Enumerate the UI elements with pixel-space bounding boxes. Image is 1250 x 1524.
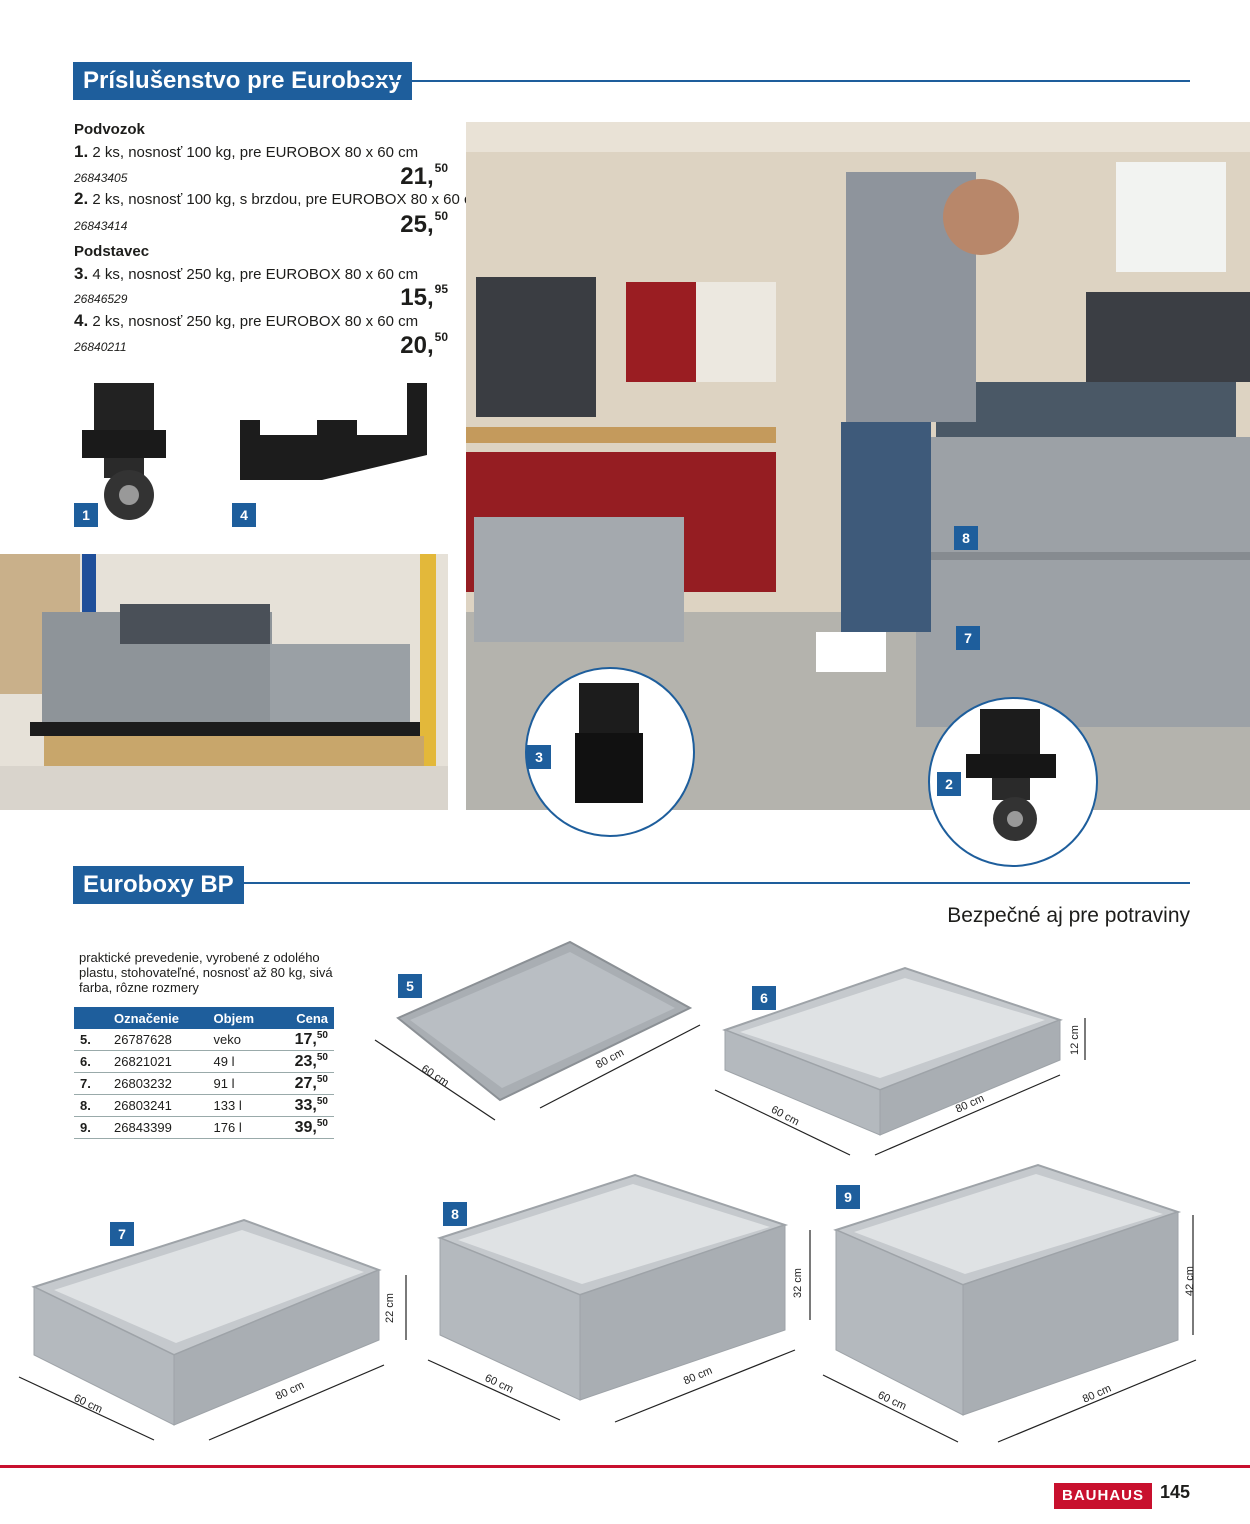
product-badge: 2 xyxy=(937,772,961,796)
product-item-4: 4. 2 ks, nosnosť 250 kg, pre EUROBOX 80 … xyxy=(74,311,418,331)
column-header: Cena xyxy=(275,1007,334,1029)
item-description: 4 ks, nosnosť 250 kg, pre EUROBOX 80 x 6… xyxy=(92,266,419,283)
item-number: 1. xyxy=(74,142,89,161)
product-badge: 7 xyxy=(956,626,980,650)
section-divider xyxy=(360,80,1190,82)
item-sku: 26843414 xyxy=(74,219,128,233)
caster-product-image xyxy=(82,383,166,520)
box-7-illustration xyxy=(18,1218,407,1441)
table-row: 9. 26843399 176 l 39,50 xyxy=(74,1116,334,1139)
product-badge: 1 xyxy=(74,503,98,527)
stand-product-image xyxy=(240,383,427,480)
lid-illustration xyxy=(374,940,701,1121)
table-row: 5. 26787628 veko 17,50 xyxy=(74,1029,334,1051)
product-badge: 7 xyxy=(110,1222,134,1246)
box-8-illustration xyxy=(427,1173,811,1423)
dimension-height: 22 cm xyxy=(383,1293,396,1323)
footer-divider xyxy=(0,1465,1250,1468)
product-badge: 4 xyxy=(232,503,256,527)
item-price: 15,95 xyxy=(400,282,448,311)
warehouse-photo xyxy=(0,554,448,810)
product-item-3: 3. 4 ks, nosnosť 250 kg, pre EUROBOX 80 … xyxy=(74,264,418,284)
product-badge: 8 xyxy=(443,1202,467,1226)
box-6-illustration xyxy=(714,966,1086,1156)
stand-detail-inset xyxy=(525,667,695,837)
column-header: Objem xyxy=(207,1007,276,1029)
group-label-chassis: Podvozok xyxy=(74,121,145,138)
item-description: 2 ks, nosnosť 100 kg, pre EUROBOX 80 x 6… xyxy=(92,144,419,161)
price-table: Označenie Objem Cena 5. 26787628 veko 17… xyxy=(74,1007,334,1139)
item-number: 4. xyxy=(74,311,89,330)
table-row: 7. 26803232 91 l 27,50 xyxy=(74,1072,334,1095)
product-badge: 9 xyxy=(836,1185,860,1209)
dimension-height: 42 cm xyxy=(1183,1266,1196,1296)
table-header-row: Označenie Objem Cena xyxy=(74,1007,334,1029)
product-item-2: 2. 2 ks, nosnosť 100 kg, s brzdou, pre E… xyxy=(74,189,484,209)
item-description: 2 ks, nosnosť 100 kg, s brzdou, pre EURO… xyxy=(92,191,484,208)
item-price: 25,50 xyxy=(400,209,448,238)
item-sku: 26840211 xyxy=(74,340,127,354)
bauhaus-logo: BAUHAUS xyxy=(1054,1483,1152,1509)
product-badge: 5 xyxy=(398,974,422,998)
item-sku: 26843405 xyxy=(74,171,128,185)
table-row: 8. 26803241 133 l 33,50 xyxy=(74,1094,334,1117)
item-number: 2. xyxy=(74,189,89,208)
table-row: 6. 26821021 49 l 23,50 xyxy=(74,1050,334,1073)
section-title-euroboxy-bp: Euroboxy BP xyxy=(73,866,244,904)
item-sku: 26846529 xyxy=(74,292,128,306)
product-description: praktické prevedenie, vyrobené z odolého… xyxy=(79,950,333,995)
section-divider xyxy=(233,882,1190,884)
product-item-1: 1. 2 ks, nosnosť 100 kg, pre EUROBOX 80 … xyxy=(74,142,418,162)
dimension-height: 32 cm xyxy=(791,1268,804,1298)
item-price: 20,50 xyxy=(400,330,448,359)
item-description: 2 ks, nosnosť 250 kg, pre EUROBOX 80 x 6… xyxy=(92,313,419,330)
page-number: 145 xyxy=(1160,1482,1191,1502)
dimension-height: 12 cm xyxy=(1068,1025,1081,1055)
box-9-illustration xyxy=(822,1163,1197,1443)
product-badge: 3 xyxy=(527,745,551,769)
product-badge: 6 xyxy=(752,986,776,1010)
food-safe-tagline: Bezpečné aj pre potraviny xyxy=(947,904,1190,927)
group-label-stand: Podstavec xyxy=(74,243,150,260)
item-price: 21,50 xyxy=(400,161,448,190)
product-badge: 8 xyxy=(954,526,978,550)
section-title-accessories: Príslušenstvo pre Euroboxy xyxy=(73,62,412,100)
column-header: Označenie xyxy=(108,1007,208,1029)
item-number: 3. xyxy=(74,264,89,283)
